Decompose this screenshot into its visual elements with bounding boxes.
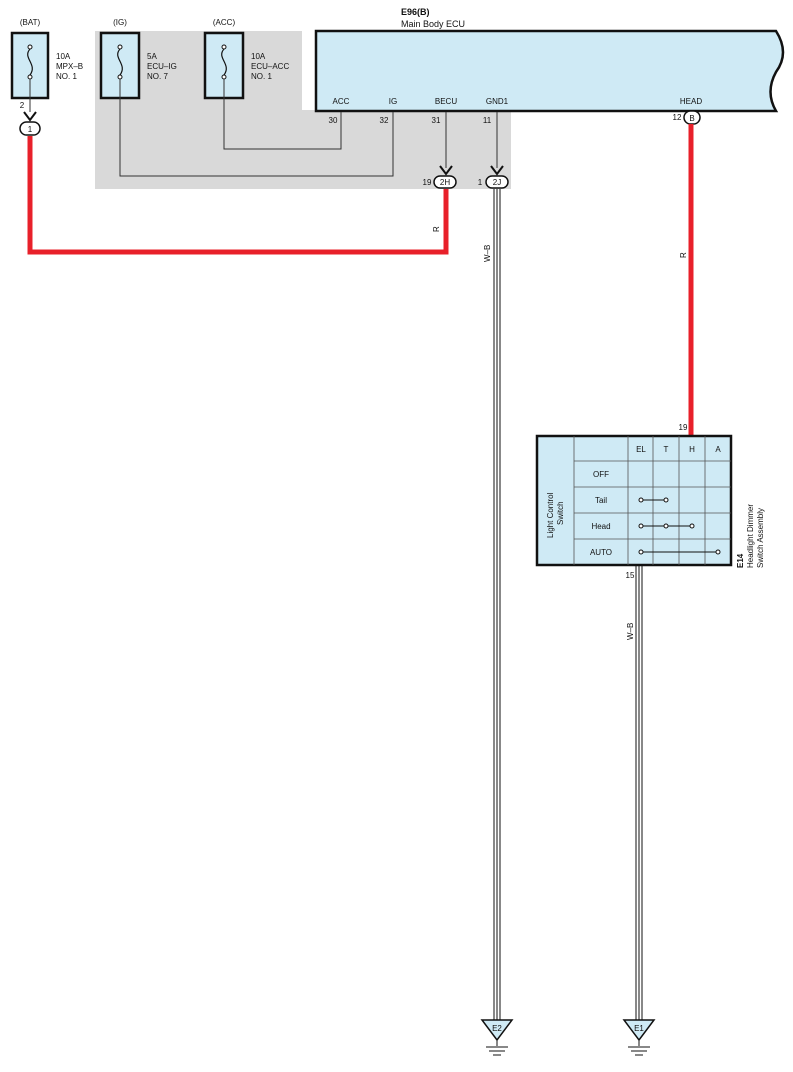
switch-col-h: H (689, 445, 695, 454)
junction-2j (485, 175, 509, 189)
junction-2h-label: 2H (440, 178, 450, 187)
switch-bottom-pin: 15 (626, 571, 635, 580)
junction-2j-chevron-icon (490, 165, 504, 176)
fuse-bat-source: (BAT) (20, 18, 41, 27)
ecu-pin-acc: 30 (329, 116, 338, 125)
switch-ground-wire (635, 565, 643, 1020)
ecu-terminal-gnd1: GND1 (486, 97, 509, 106)
wire-color-bat-becu: R (432, 226, 441, 232)
fuse-bat-amps: 10A (56, 52, 71, 61)
switch-top-pin: 19 (679, 423, 688, 432)
fuse-ig-amps: 5A (147, 52, 157, 61)
wire-color-head: R (679, 252, 688, 258)
fuse-acc-name: ECU–ACC (251, 62, 289, 71)
ecu-name: Main Body ECU (401, 19, 465, 29)
ecu-terminal-ig: IG (389, 97, 397, 106)
switch-row-auto: AUTO (590, 548, 612, 557)
fuse-acc-icon (221, 44, 227, 80)
ground-e1-icon (622, 1019, 656, 1056)
fuse-bat-num: NO. 1 (56, 72, 77, 81)
switch-assembly: EL T H A OFF Tail Head AUTO Light Contro… (535, 434, 733, 567)
switch-name-line2: Switch Assembly (756, 508, 765, 568)
switch-row-off: OFF (593, 470, 609, 479)
ground-e2-icon (480, 1019, 514, 1056)
fuse-bat-name: MPX–B (56, 62, 83, 71)
ecu-code: E96(B) (401, 7, 430, 17)
fuse-ig-icon (117, 44, 123, 80)
fuse-acc-source: (ACC) (213, 18, 236, 27)
internal-wires (29, 79, 498, 177)
ecu-terminal-becu: BECU (435, 97, 457, 106)
ecu-terminal-head: HEAD (680, 97, 702, 106)
fuse-ig-source: (IG) (113, 18, 127, 27)
head-connector-label: B (689, 114, 694, 123)
switch-group-line1: Light Control (546, 492, 555, 538)
wire-color-gnd1: W–B (483, 245, 492, 262)
switch-group-line2: Switch (556, 501, 565, 525)
switch-row-tail: Tail (595, 496, 607, 505)
junction-2h-pin: 19 (423, 178, 432, 187)
ecu-terminal-acc: ACC (333, 97, 350, 106)
gnd1-wire (493, 189, 501, 1020)
fuse-ig-name: ECU–IG (147, 62, 177, 71)
ecu-pin-becu: 31 (432, 116, 441, 125)
bat-connector (19, 121, 41, 136)
ecu-pin-ig: 32 (380, 116, 389, 125)
ground-e1-label: E1 (634, 1024, 644, 1033)
switch-row-head: Head (591, 522, 610, 531)
switch-col-a: A (715, 445, 721, 454)
junction-2j-label: 2J (493, 178, 501, 187)
switch-name-line1: Headlight Dimmer (746, 504, 755, 568)
ecu-pin-head: 12 (673, 113, 682, 122)
fuse-acc-amps: 10A (251, 52, 266, 61)
junction-2j-pin: 1 (478, 178, 483, 187)
ecu-pin-gnd1: 11 (483, 116, 492, 125)
bat-connector-label: 1 (28, 125, 33, 134)
switch-code: E14 (736, 553, 745, 568)
switch-col-el: EL (636, 445, 646, 454)
switch-col-t: T (664, 445, 669, 454)
red-wire-bat-becu (27, 136, 449, 255)
junction-2h (433, 175, 457, 189)
fuse-ig-num: NO. 7 (147, 72, 168, 81)
fuse-acc-num: NO. 1 (251, 72, 272, 81)
main-body-ecu-box (314, 29, 785, 113)
junction-2h-chevron-icon (439, 165, 453, 176)
fuse-bat-pin: 2 (20, 101, 25, 110)
ground-e2-label: E2 (492, 1024, 502, 1033)
junction-block-area (95, 31, 511, 189)
bat-connector-chevron-icon (23, 111, 37, 122)
wire-color-switch-gnd: W–B (626, 623, 635, 640)
